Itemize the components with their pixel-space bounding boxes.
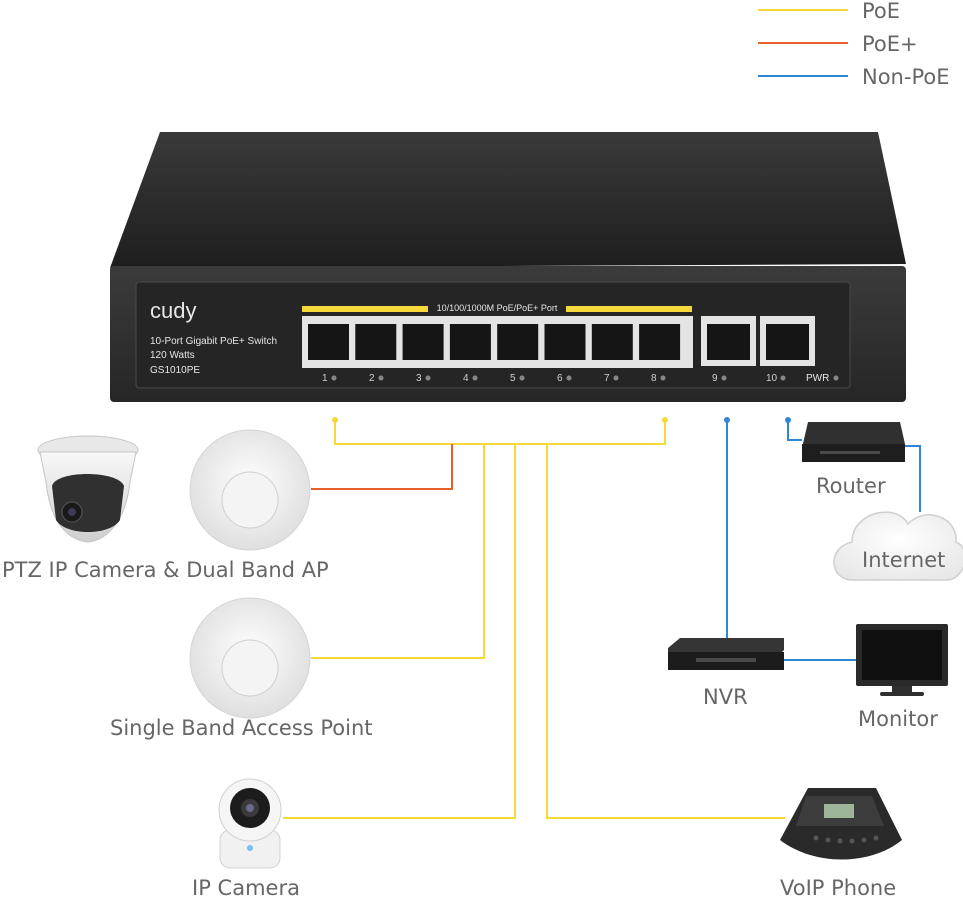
- voip-phone-label: VoIP Phone: [780, 876, 896, 897]
- port-number-9: 9: [712, 373, 718, 384]
- port-2-jack: [355, 324, 397, 360]
- router-icon: [802, 422, 905, 462]
- port-9-jack: [707, 324, 750, 360]
- port-led-2: [378, 375, 384, 381]
- port-group: [308, 324, 681, 360]
- port-number-4: 4: [463, 373, 469, 384]
- poe-cable-voip-phone: [546, 444, 785, 819]
- legend-label-poe: PoE: [862, 0, 900, 23]
- switch-brand-logo: cudy: [150, 298, 196, 323]
- poe-switch: cudy 10-Port Gigabit PoE+ Switch 120 Wat…: [110, 132, 906, 402]
- port-7-jack: [591, 324, 633, 360]
- single-band-ap-icon: [189, 597, 311, 719]
- legend: PoE PoE+ Non-PoE: [758, 0, 949, 89]
- port-number-8: 8: [651, 373, 657, 384]
- port-led-8: [660, 375, 666, 381]
- router-label: Router: [816, 474, 886, 498]
- port-led-3: [425, 375, 431, 381]
- port-number-3: 3: [416, 373, 422, 384]
- poe-cable-single-ap: [311, 444, 485, 659]
- dual-band-ap-icon: [189, 429, 311, 551]
- internet-cloud-icon: [833, 511, 963, 581]
- port-number-1: 1: [322, 373, 328, 384]
- poe-cable-ip-camera: [283, 444, 516, 819]
- pwr-led: [833, 375, 839, 381]
- nvr-icon: [668, 638, 784, 670]
- nvr-label: NVR: [703, 685, 748, 709]
- port-number-row: 1 2 3 4 5 6 7 8 9 10: [322, 373, 786, 384]
- monitor-label: Monitor: [858, 707, 938, 731]
- port-led-10: [780, 375, 786, 381]
- non-poe-cable-internet: [905, 445, 921, 512]
- port-led-7: [613, 375, 619, 381]
- port-led-4: [472, 375, 478, 381]
- legend-label-non-poe: Non-PoE: [862, 65, 949, 89]
- poe-band-right: [566, 306, 692, 312]
- ptz-camera-icon: [37, 435, 139, 543]
- port-number-10: 10: [766, 373, 778, 384]
- port-number-5: 5: [510, 373, 516, 384]
- poe-bus-cable: [334, 420, 666, 445]
- ptz-dual-band-label: PTZ IP Camera & Dual Band AP: [2, 558, 329, 582]
- ip-camera-icon: [218, 778, 282, 869]
- cables: [283, 417, 921, 819]
- port-8-jack: [639, 324, 681, 360]
- nvr-cable-end: [724, 417, 730, 423]
- port-3-jack: [402, 324, 444, 360]
- legend-label-poe-plus: PoE+: [862, 32, 918, 56]
- port-number-7: 7: [604, 373, 610, 384]
- port-6-jack: [544, 324, 586, 360]
- poe-bus-end-left: [332, 417, 338, 423]
- switch-model-name: 10-Port Gigabit PoE+ Switch: [150, 336, 277, 347]
- internet-label: Internet: [862, 548, 945, 572]
- poe-band-left: [302, 306, 428, 312]
- single-band-ap-label: Single Band Access Point: [110, 716, 373, 740]
- router-cable-end: [785, 417, 791, 423]
- switch-top-face: [110, 132, 906, 268]
- port-4-jack: [449, 324, 491, 360]
- non-poe-cable-router: [787, 420, 802, 441]
- poe-bus-end-right: [662, 417, 668, 423]
- switch-model-code: GS1010PE: [150, 365, 200, 376]
- monitor-icon: [856, 624, 948, 696]
- legend-item-poe: PoE: [758, 0, 900, 23]
- ip-camera-label: IP Camera: [192, 876, 300, 897]
- port-number-2: 2: [369, 373, 375, 384]
- port-number-6: 6: [557, 373, 563, 384]
- poe-band-label: 10/100/1000M PoE/PoE+ Port: [437, 303, 558, 313]
- pwr-label: PWR: [806, 373, 829, 384]
- legend-item-poe-plus: PoE+: [758, 32, 918, 56]
- port-1-jack: [308, 324, 349, 360]
- port-led-5: [519, 375, 525, 381]
- port-led-9: [721, 375, 727, 381]
- legend-item-non-poe: Non-PoE: [758, 65, 949, 89]
- switch-power: 120 Watts: [150, 350, 195, 361]
- port-led-1: [331, 375, 337, 381]
- voip-phone-icon: [780, 788, 902, 860]
- port-10-jack: [766, 324, 809, 360]
- port-5-jack: [497, 324, 539, 360]
- poe-plus-cable-dual-ap: [311, 444, 453, 490]
- port-led-6: [566, 375, 572, 381]
